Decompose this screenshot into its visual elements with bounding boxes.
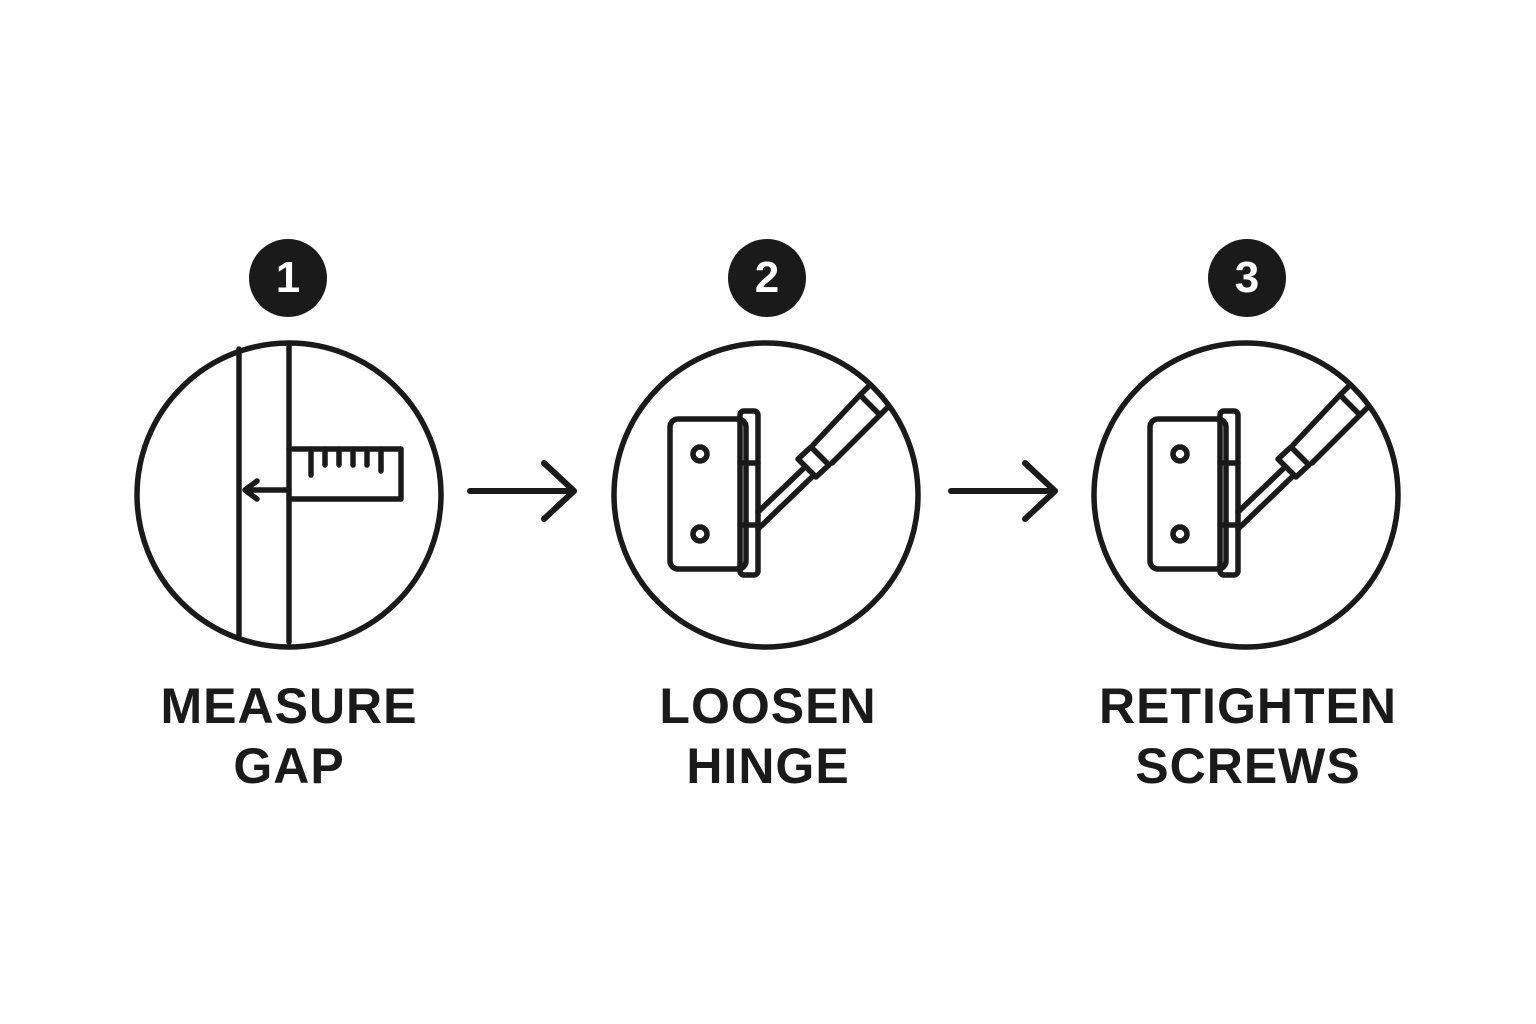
step-label-line: MEASURE <box>160 678 418 734</box>
step-number-badge: 2 <box>728 239 806 317</box>
door-gap-ruler-icon <box>134 340 444 650</box>
step-label-line: SCREWS <box>1135 738 1361 794</box>
step-label-line: GAP <box>233 738 345 794</box>
hinge-screwdriver-icon <box>611 340 921 650</box>
step-3: 3 RETIGHTEN SCREWS <box>1088 0 1408 1024</box>
step-label: LOOSEN HINGE <box>588 676 948 796</box>
step-label-line: LOOSEN <box>659 678 877 734</box>
step-number-badge: 1 <box>249 239 327 317</box>
step-2: 2 LOOSEN HINGE <box>608 0 928 1024</box>
arrow-right-icon <box>467 460 577 522</box>
step-label-line: HINGE <box>686 738 850 794</box>
step-number-badge: 3 <box>1208 239 1286 317</box>
step-label: MEASURE GAP <box>109 676 469 796</box>
arrow-right-icon <box>948 460 1058 522</box>
step-label-line: RETIGHTEN <box>1099 678 1397 734</box>
hinge-screwdriver-icon <box>1091 340 1401 650</box>
step-label: RETIGHTEN SCREWS <box>1068 676 1428 796</box>
step-1: 1 MEASURE GAP <box>129 0 449 1024</box>
